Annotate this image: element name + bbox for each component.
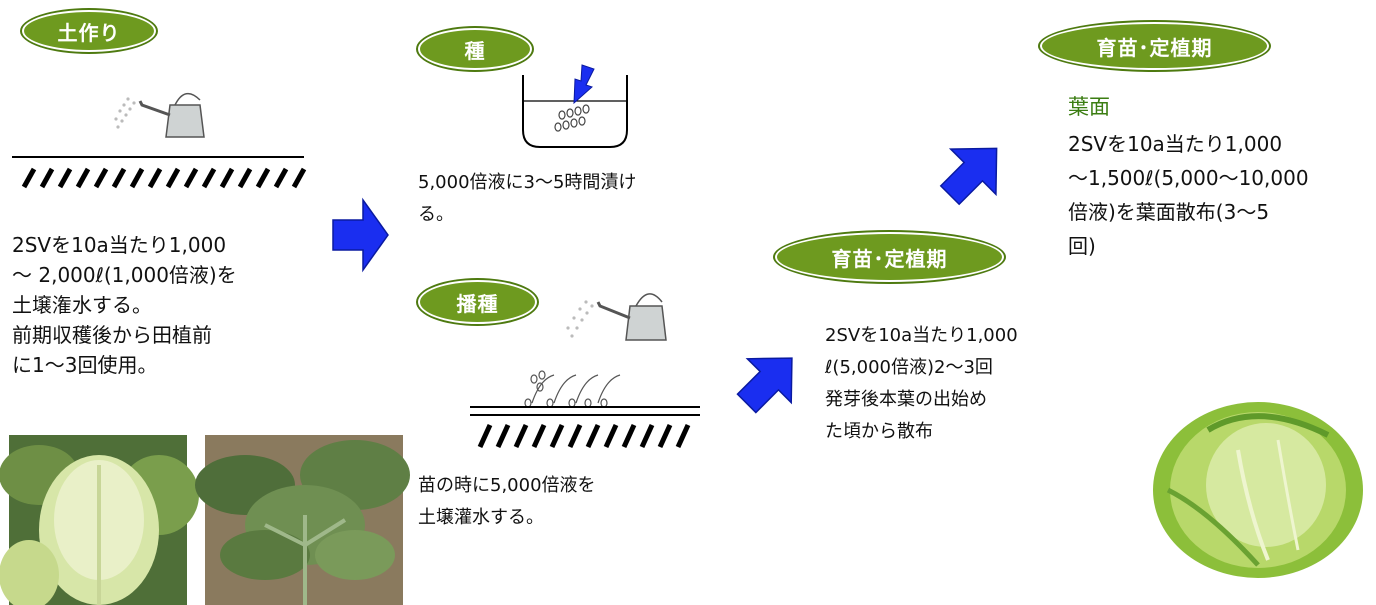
soil-prep-instructions: 2SVを10a当たり1,000 ～ 2,000ℓ(1,000倍液)を 土壌潅水す… bbox=[12, 233, 237, 377]
flow-arrow-diagonal-top bbox=[939, 147, 998, 206]
sowing-badge: 播種 bbox=[418, 280, 537, 324]
cabbage-photo bbox=[1153, 402, 1363, 578]
chinese-cabbage-photo bbox=[0, 435, 199, 605]
watering-can-icon bbox=[114, 92, 205, 138]
nursery-planting-badge-mid: 育苗･定植期 bbox=[775, 232, 1004, 282]
nursery-top-instructions: 2SVを10a当たり1,000 ～1,500ℓ(5,000～10,000 倍液)… bbox=[1068, 132, 1309, 258]
flow-arrow-diagonal-mid bbox=[736, 357, 793, 414]
sowing-watering-can-icon bbox=[566, 293, 667, 341]
soil-prep-badge: 土作り bbox=[22, 10, 156, 52]
seed-instructions: 5,000倍液に3～5時間漬け る。 bbox=[418, 172, 637, 225]
seed-soak-container-icon bbox=[522, 64, 628, 148]
spinach-photo bbox=[195, 435, 410, 605]
nursery-planting-badge-top: 育苗･定植期 bbox=[1040, 22, 1269, 70]
foliar-label: 葉面 bbox=[1068, 95, 1110, 119]
sowing-instructions: 苗の時に5,000倍液を 土壌灌水する。 bbox=[418, 475, 596, 528]
sowing-ground-icon bbox=[470, 370, 700, 449]
nursery-mid-instructions: 2SVを10a当たり1,000 ℓ(5,000倍液)2～3回 発芽後本葉の出始め… bbox=[825, 325, 1018, 442]
flow-arrow-right bbox=[332, 197, 389, 273]
seed-badge: 種 bbox=[418, 28, 532, 70]
soil-ground-icon bbox=[12, 156, 307, 189]
